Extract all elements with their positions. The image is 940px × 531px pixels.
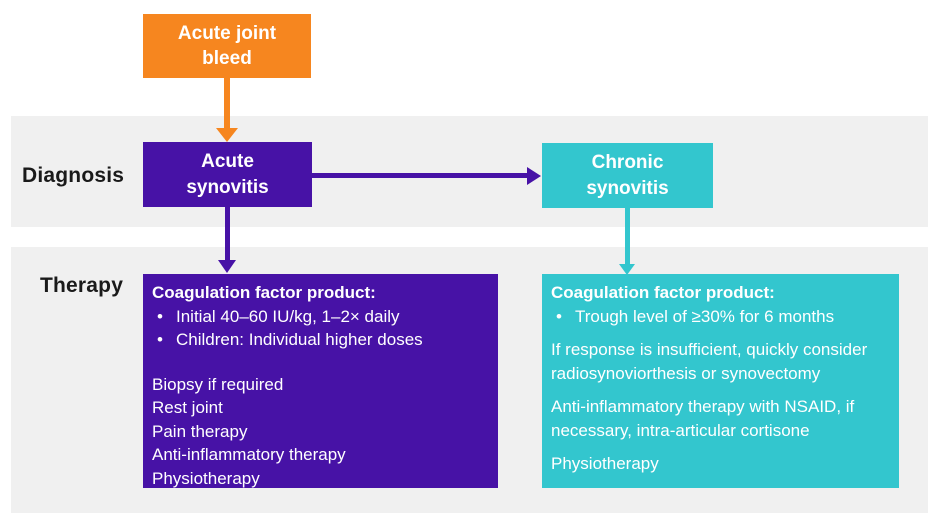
arrow-down-icon — [216, 128, 238, 142]
arrow-acute-to-therapy-line — [225, 207, 230, 260]
arrow-acute-to-chronic-line — [312, 173, 528, 178]
chronic-therapy-bullet: Trough level of ≥30% for 6 months — [551, 305, 887, 329]
node-acute-joint-bleed: Acute joint bleed — [143, 14, 311, 78]
node-acute-synovitis: Acute synovitis — [143, 142, 312, 207]
arrow-right-icon — [527, 167, 541, 185]
arrow-down-icon — [218, 260, 236, 273]
acute-therapy-panel: Coagulation factor product: Initial 40–6… — [143, 274, 498, 488]
acute-therapy-line: Biopsy if required — [152, 374, 284, 394]
arrow-bleed-to-acute-synovitis-line — [224, 78, 230, 129]
diagnosis-row-label: Diagnosis — [22, 164, 125, 187]
acute-therapy-measures: Biopsy if required Rest joint Pain thera… — [152, 373, 486, 491]
acute-therapy-bullet: Children: Individual higher doses — [152, 328, 486, 352]
node-chronic-synovitis: Chronic synovitis — [542, 143, 713, 208]
chronic-therapy-panel: Coagulation factor product: Trough level… — [542, 274, 899, 488]
acute-therapy-line: Anti-inflammatory therapy — [152, 445, 346, 464]
acute-therapy-line: Pain therapy — [152, 421, 248, 441]
acute-therapy-line: Physiotherapy — [152, 468, 260, 488]
chronic-therapy-paragraph: Anti-inflammatory therapy with NSAID, if… — [551, 397, 855, 440]
acute-therapy-heading: Coagulation factor product: — [152, 283, 376, 302]
acute-therapy-bullet: Initial 40–60 IU/kg, 1–2× daily — [152, 305, 486, 329]
chronic-therapy-paragraph: If response is insufficient, quickly con… — [551, 340, 868, 383]
acute-therapy-line: Rest joint — [152, 398, 223, 417]
chronic-therapy-heading: Coagulation factor product: — [551, 283, 775, 302]
arrow-chronic-to-therapy-line — [625, 208, 630, 265]
arrow-down-icon — [619, 264, 635, 275]
chronic-therapy-paragraph: Physiotherapy — [551, 454, 659, 473]
therapy-row-label: Therapy — [40, 274, 124, 297]
